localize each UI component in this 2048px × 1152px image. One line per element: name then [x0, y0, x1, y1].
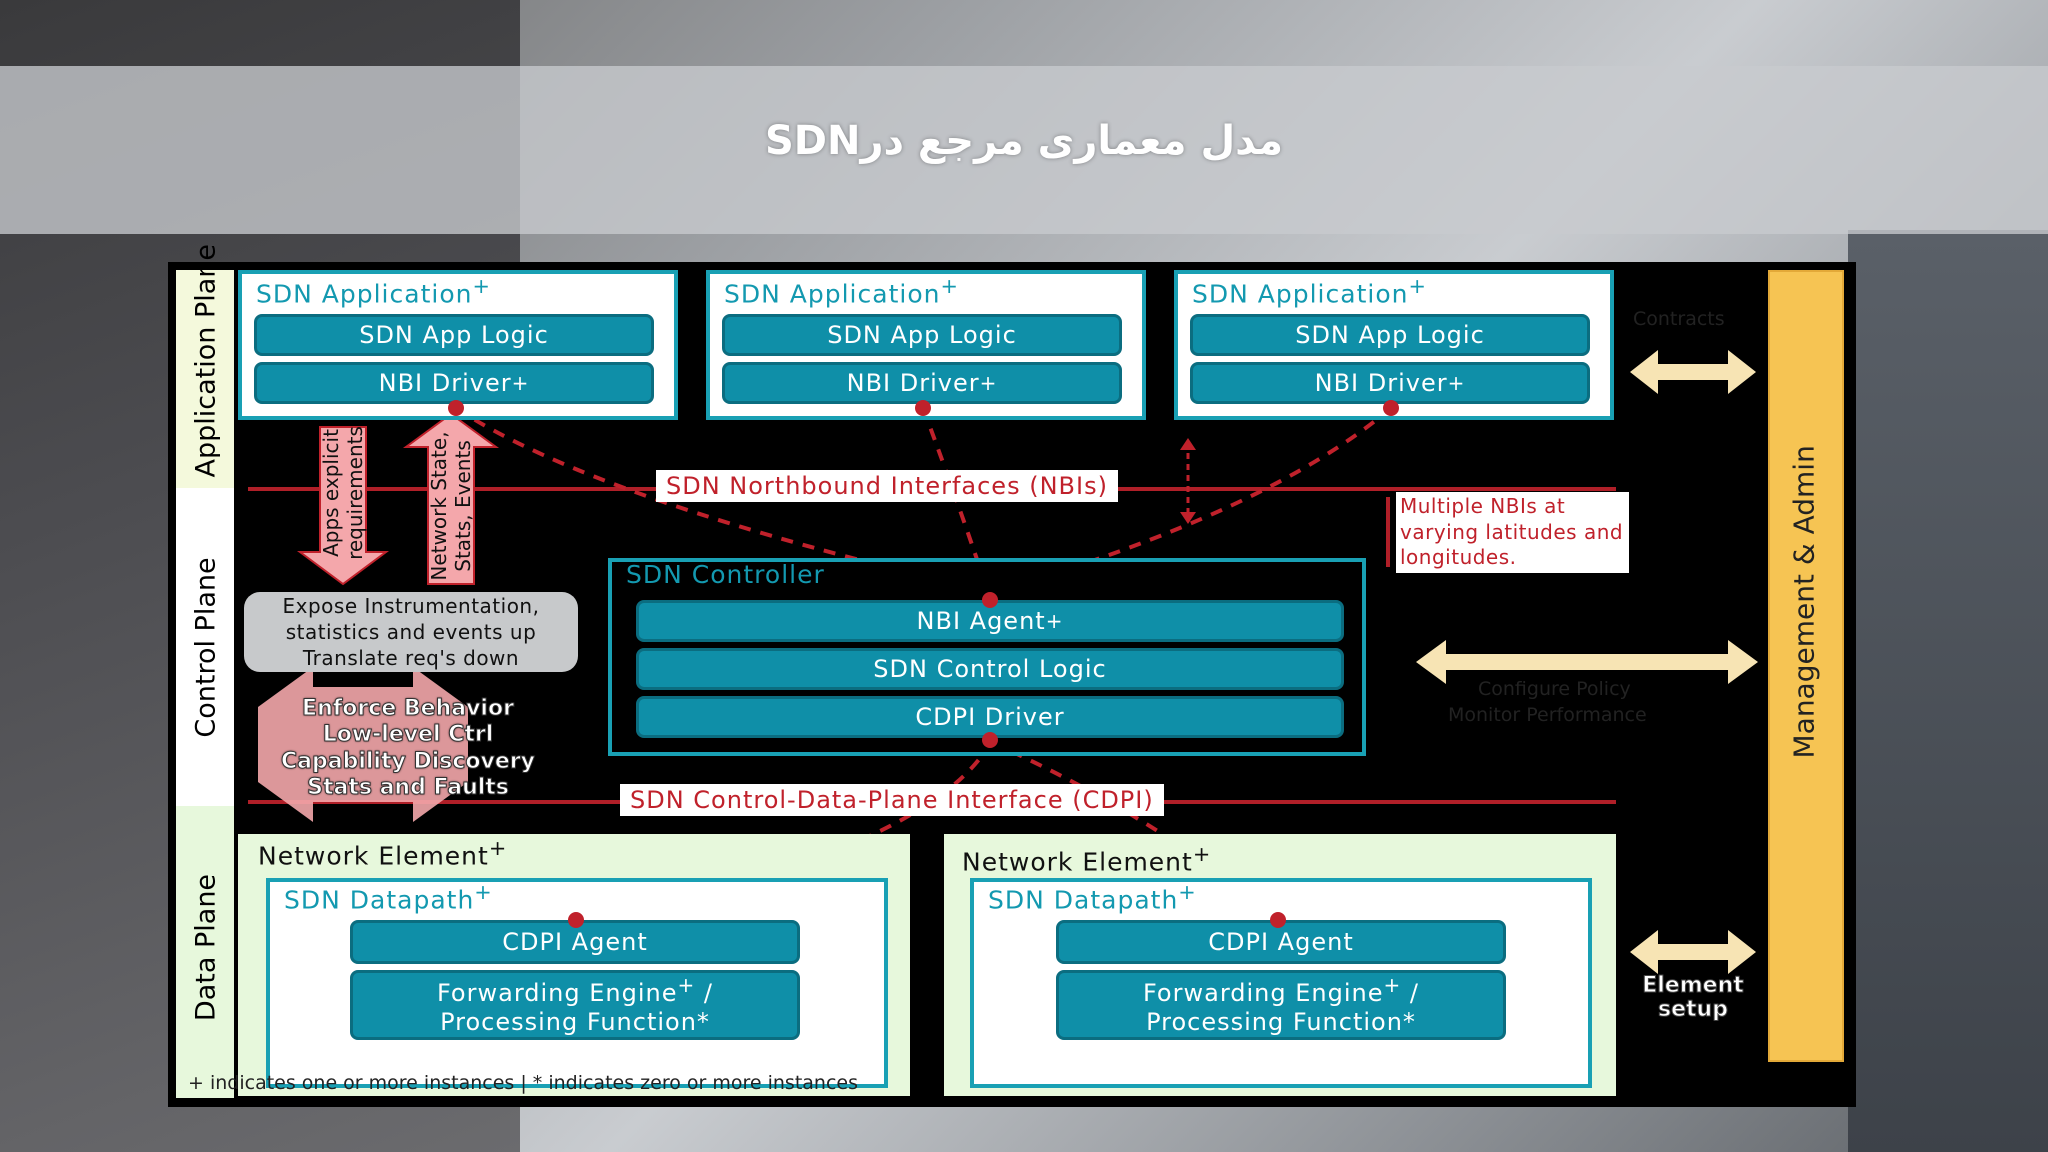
expose-instrumentation-box: Expose Instrumentation,statistics and ev…: [244, 592, 578, 672]
nbi-driver-3: NBI Driver+: [1190, 362, 1590, 404]
dash-app3: [993, 406, 1393, 594]
down-arrow-shape: [296, 426, 390, 586]
dash-cdpi-right: [990, 740, 1280, 924]
cdpi-agent-dot-2: [1270, 912, 1286, 928]
cdpi-interface-label: SDN Control-Data-Plane Interface (CDPI): [620, 784, 1164, 816]
sdn-app-logic-1: SDN App Logic: [254, 314, 654, 356]
nbi-driver-1: NBI Driver+: [254, 362, 654, 404]
cdpi-driver-dot: [982, 732, 998, 748]
contracts-arrow: [1630, 350, 1756, 394]
nbi-driver-dot-1: [448, 400, 464, 416]
sdn-app-logic-3: SDN App Logic: [1190, 314, 1590, 356]
cdpi-agent-dot-1: [568, 912, 584, 928]
sdn-architecture-diagram: Application Plane Control Plane Data Pla…: [168, 244, 1856, 1107]
application-plane-strip: [176, 270, 234, 488]
sdn-app-logic-2: SDN App Logic: [722, 314, 1122, 356]
data-plane-strip: [176, 806, 234, 1098]
title-band: [0, 66, 2048, 234]
nbi-driver-dot-2: [915, 400, 931, 416]
background-right: [1848, 230, 2048, 1152]
sdn-control-logic: SDN Control Logic: [636, 648, 1344, 690]
control-plane-strip: [176, 488, 234, 806]
management-admin-label: Management & Admin: [1787, 445, 1821, 759]
monitor-performance-text: Monitor Performance: [1448, 704, 1647, 726]
network-element-title-1: Network Element+: [258, 836, 508, 871]
management-admin-bar: [1768, 270, 1844, 1062]
sdn-controller-title: SDN Controller: [626, 560, 825, 589]
nbi-driver-2: NBI Driver+: [722, 362, 1122, 404]
slide-title: مدل معماری مرجع درSDN: [764, 118, 1284, 164]
sdn-datapath-title-2: SDN Datapath+: [988, 880, 1197, 915]
nbi-note: Multiple NBIs at varying latitudes and l…: [1396, 492, 1629, 573]
forwarding-engine-1: Forwarding Engine+ / Processing Function…: [350, 970, 800, 1040]
forwarding-engine-2: Forwarding Engine+ / Processing Function…: [1056, 970, 1506, 1040]
configure-policy-text: Configure Policy: [1478, 678, 1631, 700]
nbi-agent-dot: [982, 592, 998, 608]
sdn-application-title-2: SDN Application+: [724, 274, 959, 309]
contracts-text: Contracts: [1633, 308, 1725, 330]
config-arrow: [1416, 640, 1758, 684]
element-setup-arrow: [1630, 930, 1756, 974]
up-arrow-shape: [402, 412, 500, 585]
network-element-title-2: Network Element+: [962, 842, 1212, 877]
nbi-driver-dot-3: [1383, 400, 1399, 416]
footnote-text: + indicates one or more instances | * in…: [188, 1072, 858, 1094]
sdn-application-title-3: SDN Application+: [1192, 274, 1427, 309]
sdn-application-title-1: SDN Application+: [256, 274, 491, 309]
nbi-interface-label: SDN Northbound Interfaces (NBIs): [656, 470, 1118, 502]
network-state-text: Network State,Stats, Events: [427, 431, 475, 581]
sdn-datapath-title-1: SDN Datapath+: [284, 880, 493, 915]
enforce-arrow-shape: [258, 667, 468, 822]
